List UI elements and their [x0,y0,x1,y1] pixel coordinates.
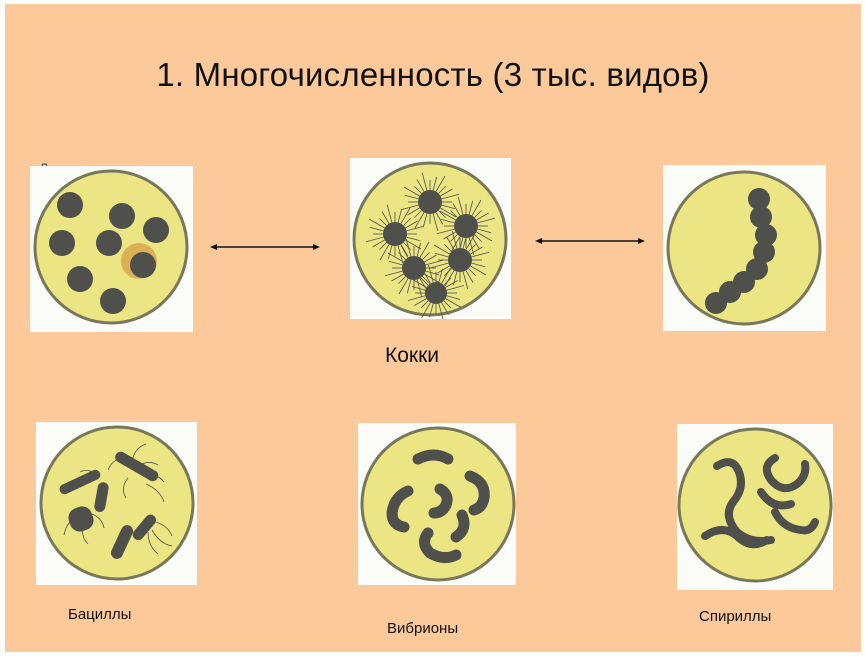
coccus-image-left [30,166,193,332]
spirilla-label: Спириллы [699,608,771,625]
vibrio-image [358,423,516,585]
double-arrow-icon [535,235,645,247]
coccus-image-center [350,158,511,319]
double-arrow-icon [210,241,320,253]
slide: 1. Многочисленность (3 тыс. видов) Д [5,4,861,652]
bacilli-image [36,422,197,585]
coccus-image-right [663,165,826,331]
slide-title: 1. Многочисленность (3 тыс. видов) [5,56,861,94]
vibrio-label: Вибрионы [387,620,458,637]
bacilli-label: Бациллы [68,606,131,623]
cocci-label: Кокки [385,344,439,368]
spirilla-image [677,424,833,590]
